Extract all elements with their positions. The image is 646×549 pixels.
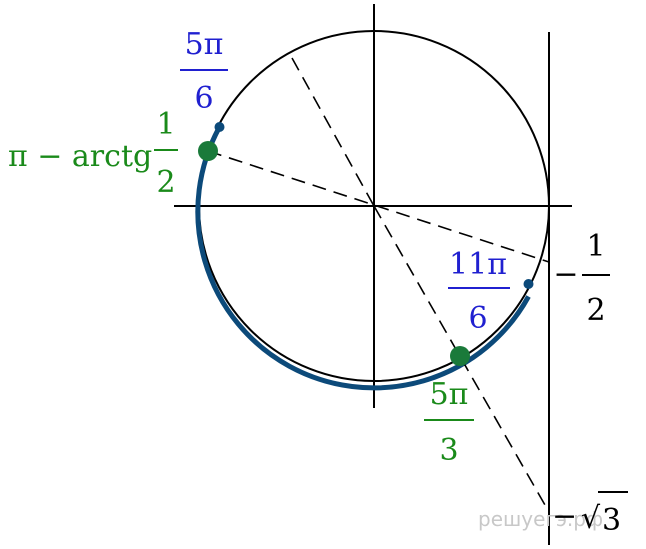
label-minus-sqrt3-radical: √ <box>581 501 601 536</box>
dashed-ray-left <box>207 150 550 263</box>
point-11pi-6 <box>523 279 534 289</box>
label-minus-half: − 1 2 <box>553 229 610 328</box>
solution-arc <box>195 125 531 391</box>
label-minus-sqrt3-sign: − <box>552 499 577 534</box>
dashed-ray-top <box>291 57 375 207</box>
label-minus-half-den: 2 <box>586 293 605 328</box>
label-minus-sqrt3-radicand: 3 <box>602 503 621 538</box>
label-5pi-6-num: 5π <box>185 27 224 62</box>
label-5pi-6: 5π 6 <box>180 27 228 116</box>
label-minus-half-sign: − <box>553 257 578 292</box>
label-pi-minus-arctg: π − arctg 1 2 <box>8 107 178 200</box>
label-pi-minus-arctg-den: 2 <box>156 165 175 200</box>
point-5pi-6 <box>214 122 225 132</box>
watermark: решуегэ.рф <box>478 507 603 531</box>
label-minus-half-num: 1 <box>586 229 605 264</box>
label-minus-sqrt3: − √ 3 <box>552 491 628 538</box>
label-pi-minus-arctg-num: 1 <box>156 107 175 142</box>
label-5pi-6-den: 6 <box>194 81 213 116</box>
point-pi-minus-arctg <box>198 141 218 161</box>
label-11pi-6: 11π 6 <box>448 247 510 336</box>
label-5pi-3-num: 5π <box>430 377 469 412</box>
label-11pi-6-den: 6 <box>468 301 487 336</box>
point-5pi-3 <box>450 346 470 366</box>
label-5pi-3: 5π 3 <box>424 377 474 468</box>
label-5pi-3-den: 3 <box>439 433 458 468</box>
label-11pi-6-num: 11π <box>449 247 507 282</box>
label-pi-minus-arctg-prefix: π − arctg <box>8 139 152 174</box>
